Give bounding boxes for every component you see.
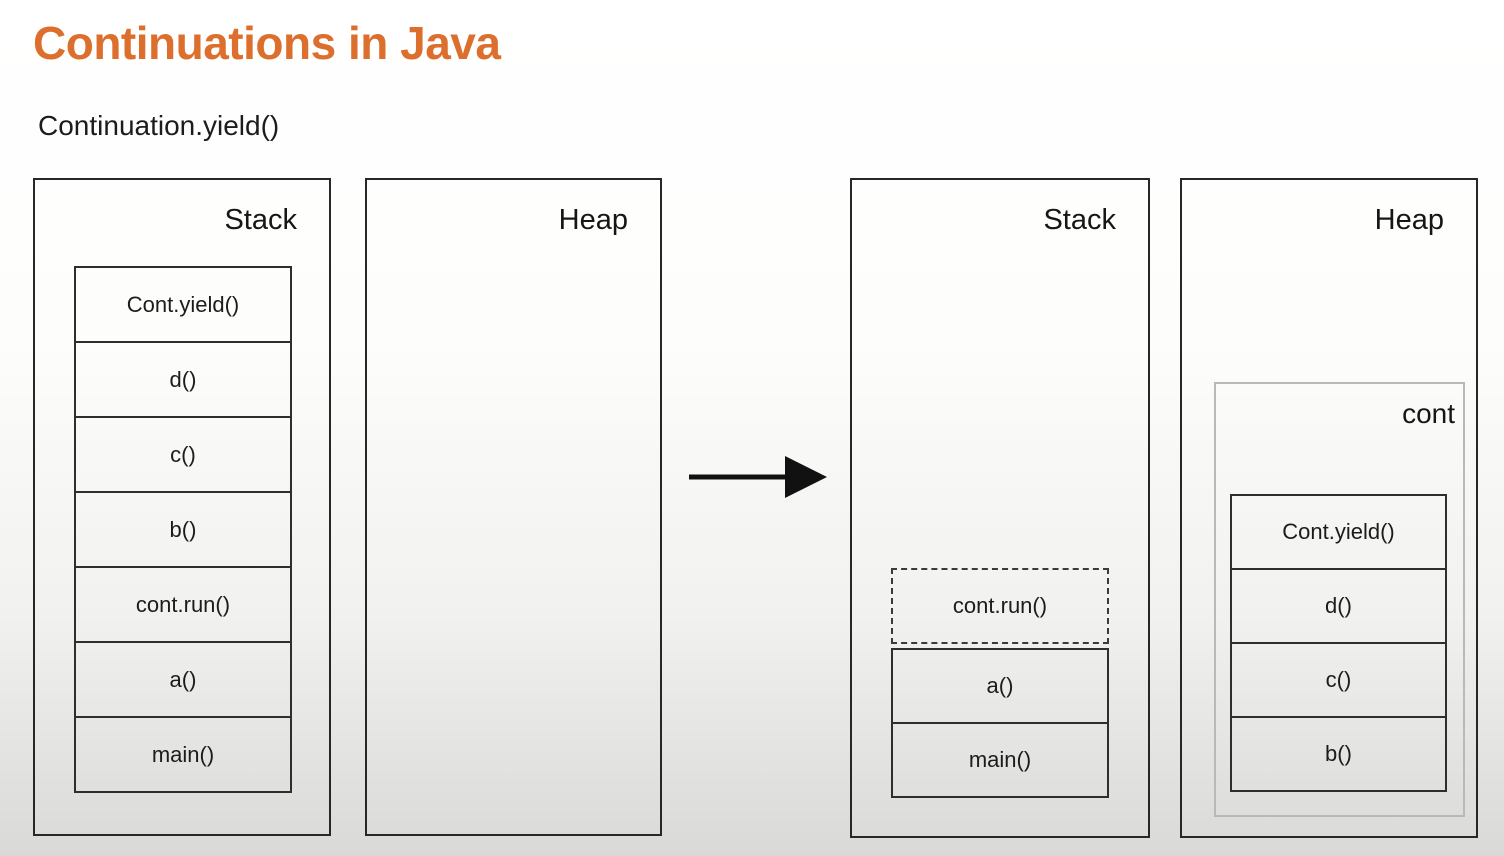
heap-frame: Cont.yield() (1230, 494, 1447, 570)
heap-label: Heap (1374, 204, 1444, 236)
stack-frame: main() (74, 716, 292, 793)
after-stack-panel: Stack cont.run() a() main() (850, 178, 1150, 838)
stack-frame: a() (891, 648, 1109, 724)
page-title: Continuations in Java (33, 17, 501, 69)
stack-frame: cont.run() (74, 566, 292, 643)
before-stack-frames: Cont.yield() d() c() b() cont.run() a() … (74, 266, 292, 793)
after-heap-panel: Heap cont Cont.yield() d() c() b() (1180, 178, 1478, 838)
stack-frame: c() (74, 416, 292, 493)
heap-frame: c() (1230, 642, 1447, 718)
before-heap-panel: Heap (365, 178, 662, 836)
right-arrow-icon (689, 456, 827, 498)
stack-frame-dashed: cont.run() (891, 568, 1109, 644)
cont-object-frames: Cont.yield() d() c() b() (1230, 494, 1447, 792)
before-stack-panel: Stack Cont.yield() d() c() b() cont.run(… (33, 178, 331, 836)
cont-object: cont Cont.yield() d() c() b() (1214, 382, 1465, 817)
stack-frame: Cont.yield() (74, 266, 292, 343)
after-stack-frames: cont.run() a() main() (891, 568, 1109, 798)
stack-label: Stack (224, 204, 297, 236)
stack-frame: main() (891, 722, 1109, 798)
stack-frame: b() (74, 491, 292, 568)
stack-frame: a() (74, 641, 292, 718)
heap-label: Heap (558, 204, 628, 236)
subtitle-code: Continuation.yield() (38, 110, 280, 141)
stack-frame: d() (74, 341, 292, 418)
stack-label: Stack (1043, 204, 1116, 236)
heap-frame: d() (1230, 568, 1447, 644)
heap-frame: b() (1230, 716, 1447, 792)
cont-object-label: cont (1402, 398, 1455, 429)
